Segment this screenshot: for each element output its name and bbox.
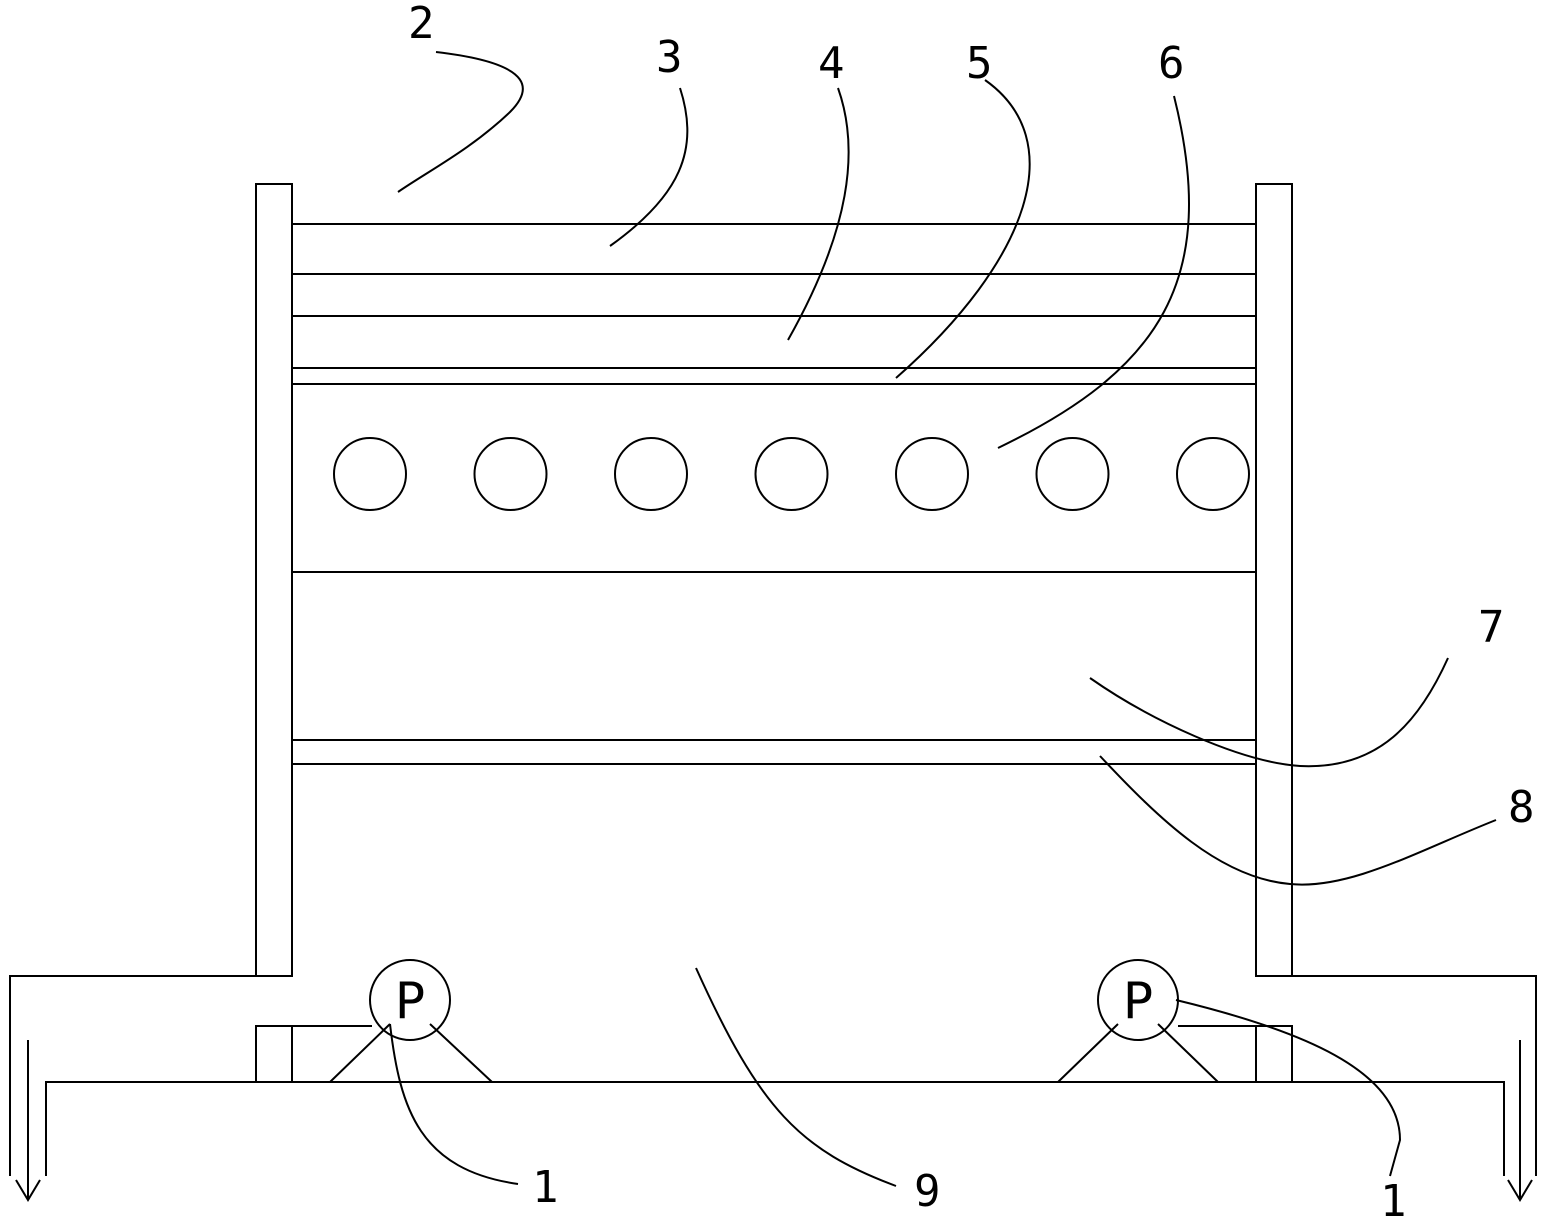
label-1-right: 1 bbox=[1380, 1176, 1407, 1224]
layer-8-support-plate bbox=[291, 739, 1257, 765]
label-6: 6 bbox=[1158, 38, 1185, 89]
left-pump: P bbox=[369, 959, 451, 1041]
hole bbox=[614, 437, 688, 511]
right-pump: P bbox=[1097, 959, 1179, 1041]
layer-7-dense-filter bbox=[291, 571, 1257, 741]
hole bbox=[754, 437, 829, 511]
hole bbox=[1035, 437, 1110, 511]
hole bbox=[473, 437, 548, 511]
leader-lines bbox=[389, 51, 1497, 1187]
label-9: 9 bbox=[914, 1166, 941, 1217]
right-wall bbox=[1255, 183, 1293, 1083]
hole bbox=[333, 437, 407, 511]
left-wall bbox=[255, 183, 293, 1083]
base-plate bbox=[45, 1081, 1505, 1176]
label-2: 2 bbox=[408, 0, 435, 49]
layer-5-thin-plate bbox=[291, 367, 1257, 385]
layer-4-fine-mesh bbox=[291, 315, 1257, 369]
label-1-left: 1 bbox=[532, 1162, 559, 1213]
left-outlet-pipe bbox=[9, 975, 493, 1202]
left-pump-letter: P bbox=[395, 972, 425, 1030]
label-3: 3 bbox=[656, 32, 683, 83]
label-7: 7 bbox=[1478, 602, 1505, 653]
layer-6-holes bbox=[333, 437, 1250, 511]
hole bbox=[895, 437, 969, 511]
right-pump-letter: P bbox=[1123, 972, 1153, 1030]
right-outlet-pipe bbox=[1057, 975, 1537, 1202]
hole bbox=[1176, 437, 1250, 511]
label-8: 8 bbox=[1508, 782, 1535, 833]
label-4: 4 bbox=[818, 38, 845, 89]
label-5: 5 bbox=[966, 38, 993, 89]
layer-3-coarse-mesh bbox=[291, 223, 1257, 275]
